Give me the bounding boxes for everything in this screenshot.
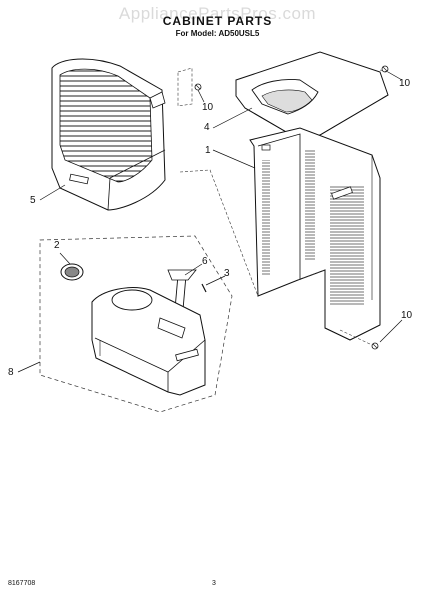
- screw-bottom-right: [371, 342, 379, 350]
- bucket-assembly-box: [39, 235, 233, 413]
- callout-6: 6: [202, 256, 208, 267]
- watermark-text: AppliancePartsPros.com: [118, 4, 317, 23]
- callout-4: 4: [204, 122, 210, 133]
- page-number: 3: [212, 580, 216, 587]
- document-number: 8167708: [8, 580, 36, 587]
- callout-2: 2: [54, 240, 60, 251]
- top-cover: [235, 51, 389, 141]
- callout-10-bottom-right: 10: [401, 310, 413, 321]
- callout-8: 8: [8, 367, 14, 378]
- callout-10-top-right: 10: [399, 78, 411, 89]
- callout-3: 3: [224, 268, 230, 279]
- callout-1: 1: [205, 145, 211, 156]
- front-grille-panel: [51, 58, 166, 211]
- float-knob: [60, 263, 84, 281]
- water-bucket: [91, 287, 206, 396]
- diagram-title: CABINET PARTS: [162, 14, 273, 28]
- screw-top-left: [194, 83, 202, 91]
- callout-10-top-left: 10: [202, 102, 214, 113]
- leader-lines: [17, 71, 403, 373]
- screw-top-right: [381, 65, 389, 73]
- callout-5: 5: [30, 195, 36, 206]
- dashed-guide-lines: [177, 67, 389, 346]
- model-subtitle: For Model: AD50USL5: [175, 29, 260, 38]
- small-screw: [201, 283, 207, 293]
- cabinet-frame: [249, 127, 381, 341]
